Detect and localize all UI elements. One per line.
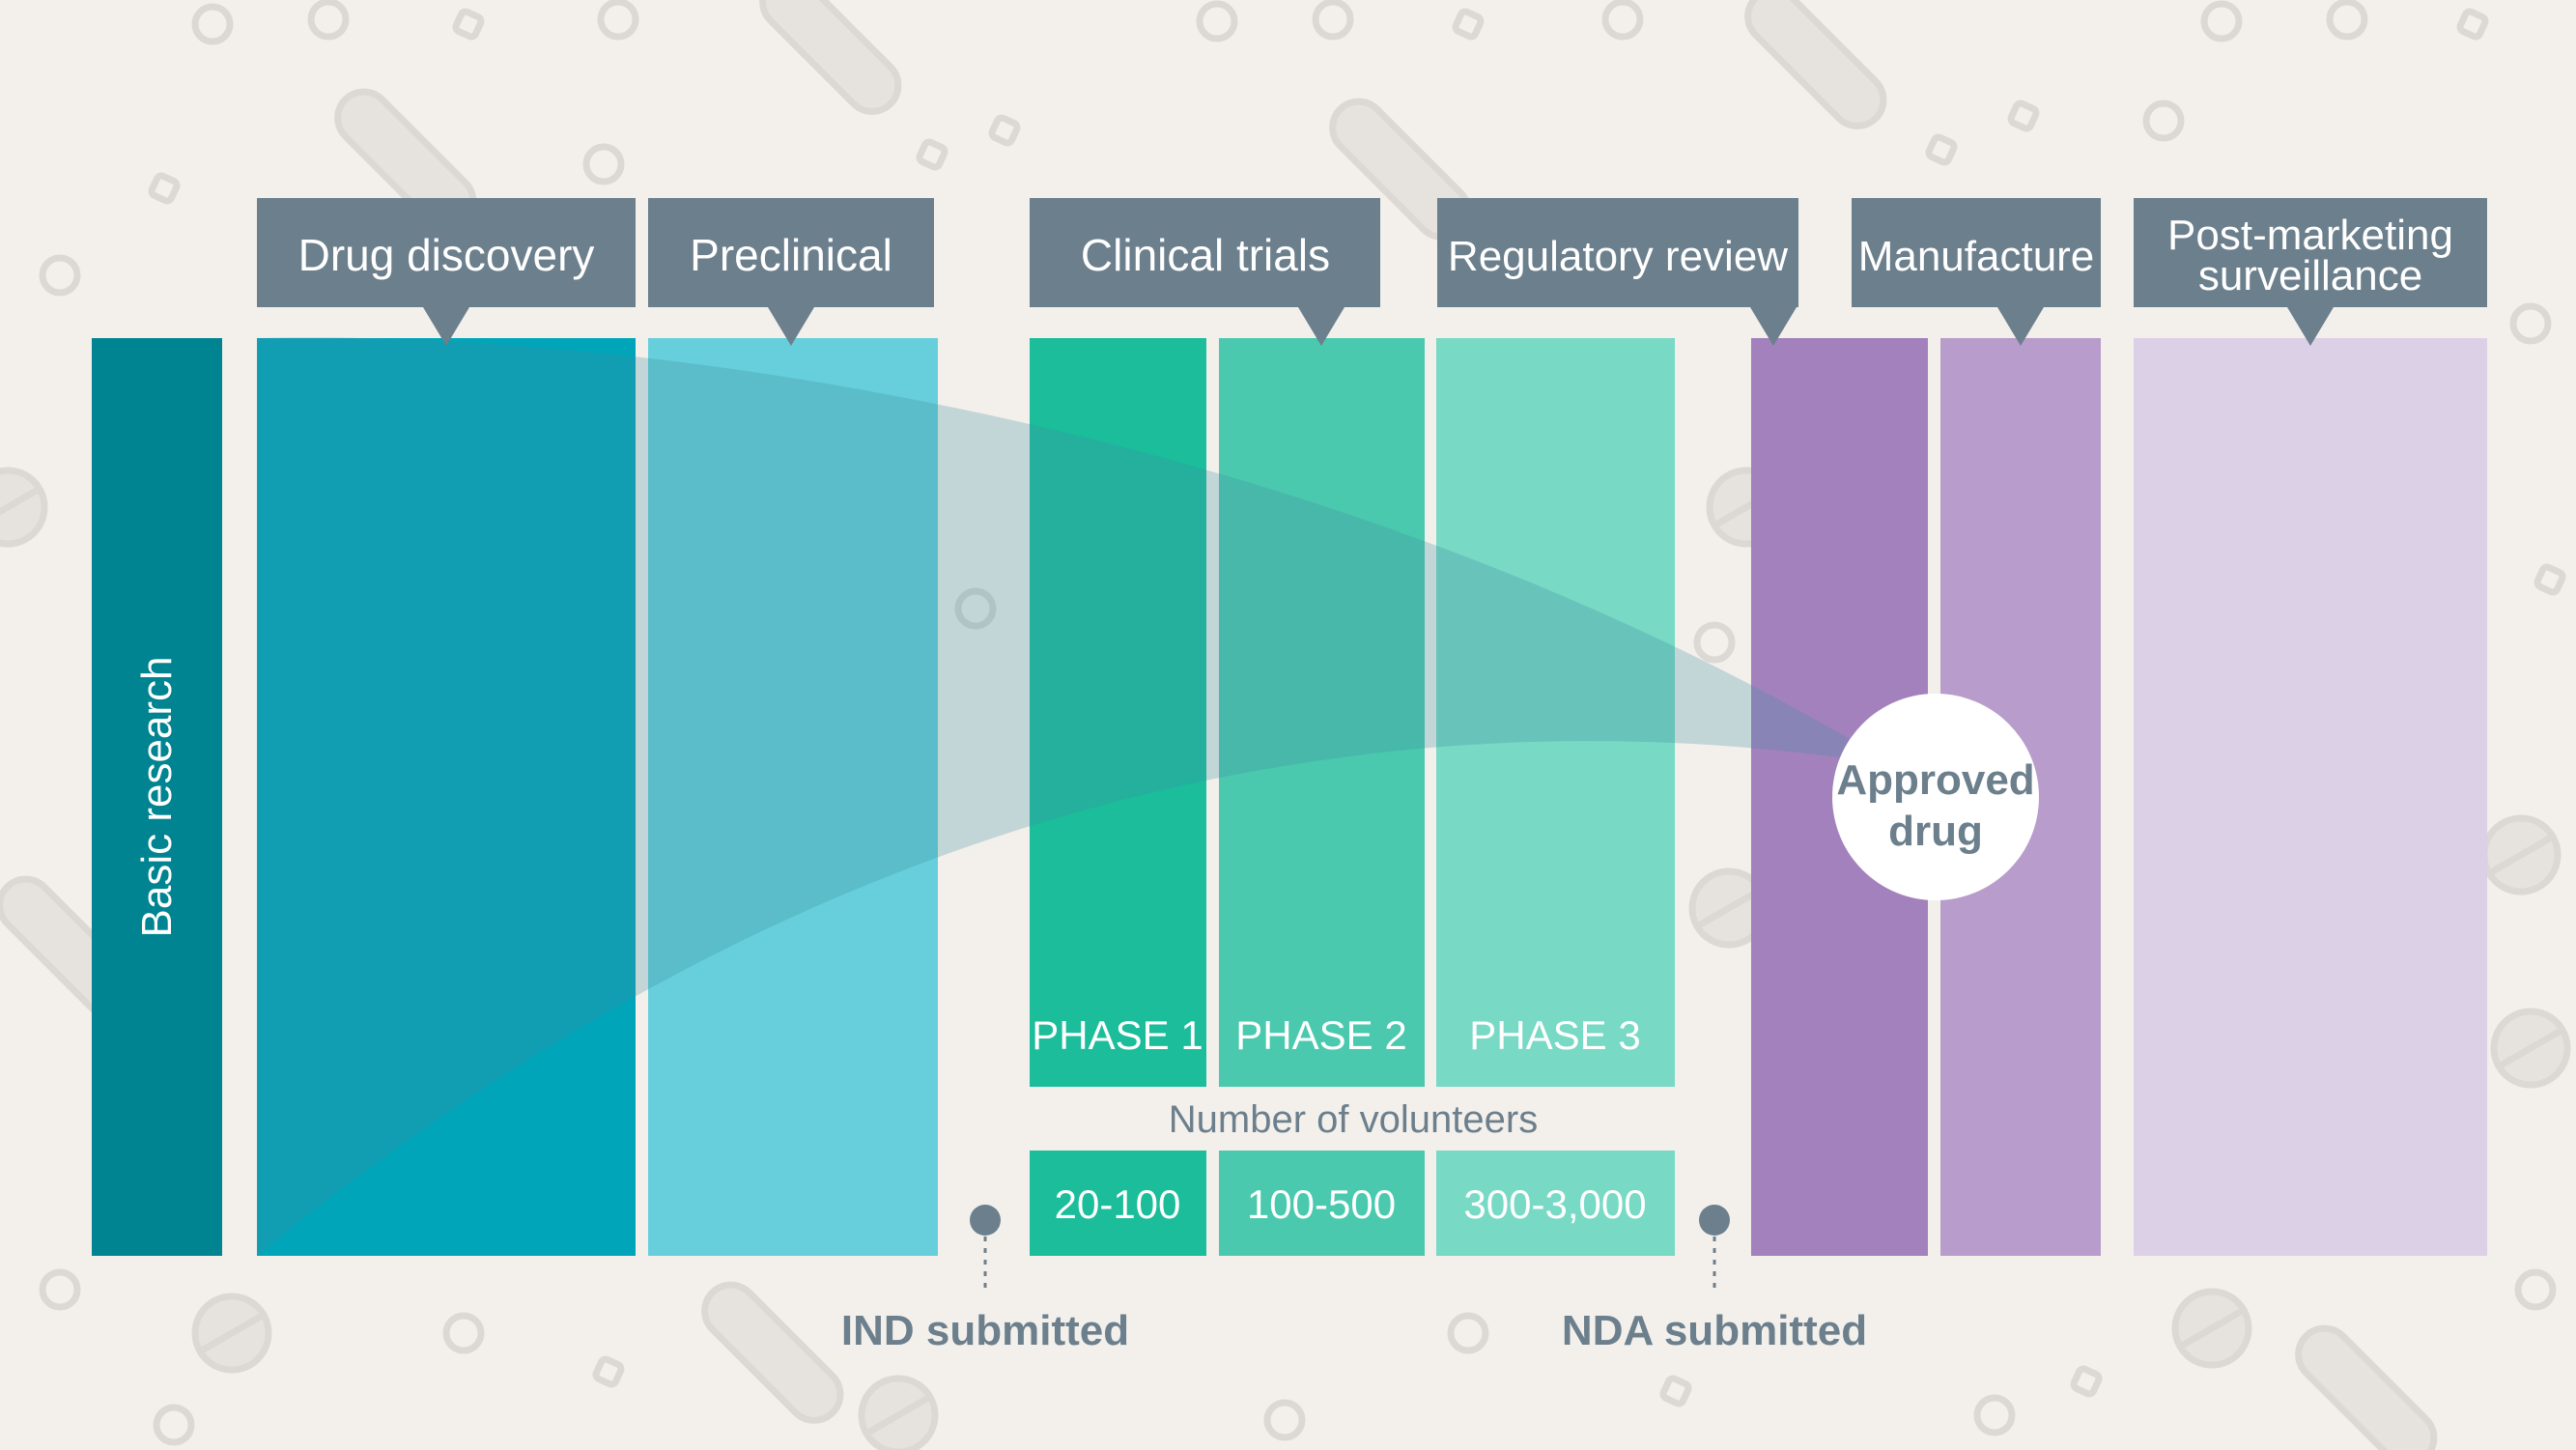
drug-discovery-label: Drug discovery	[298, 230, 595, 280]
pattern-ring	[582, 143, 625, 185]
pattern-capsule	[2295, 1324, 2438, 1450]
approved-drug-label-line2: drug	[1888, 808, 1983, 855]
phase-3-volunteers: 300-3,000	[1463, 1181, 1646, 1227]
pattern-tablet-square	[452, 8, 485, 41]
pattern-ring	[39, 1268, 81, 1311]
basic-research-column	[92, 338, 222, 1256]
phase-3-volunteers-box	[1436, 1151, 1675, 1256]
approved-drug-label-line1: Approved	[1836, 756, 2034, 804]
pattern-capsule	[701, 1281, 844, 1424]
callout-group	[257, 198, 2487, 346]
pattern-tablet-square	[2007, 100, 2040, 132]
pattern-ring	[2142, 100, 2185, 142]
pattern-round-tablet	[1688, 867, 1769, 949]
manufacture-label: Manufacture	[1858, 233, 2095, 280]
pattern-tablet-square	[1659, 1375, 1692, 1407]
clinical-trials-callout	[1030, 198, 1380, 346]
ind-milestone: IND submitted	[841, 1205, 1129, 1354]
pattern-tablet-square	[2456, 8, 2489, 41]
pattern-tablet-square	[2070, 1365, 2103, 1398]
pattern-ring	[2514, 1268, 2557, 1311]
regulatory-review-label: Regulatory review	[1448, 233, 1788, 280]
pattern-ring	[2200, 0, 2243, 43]
pattern-tablet-square	[916, 138, 948, 171]
ind-milestone-dot	[970, 1205, 1001, 1236]
pattern-ring	[1693, 621, 1736, 664]
pattern-ring	[442, 1312, 485, 1354]
nda-milestone-dot	[1699, 1205, 1730, 1236]
clinical-trials-label: Clinical trials	[1081, 230, 1330, 280]
pattern-ring	[39, 254, 81, 297]
pattern-round-tablet	[2480, 814, 2562, 896]
pattern-ring	[191, 3, 234, 45]
post-marketing-label-line2: surveillance	[2198, 252, 2422, 299]
pattern-ring	[1312, 0, 1354, 41]
phase-1-column	[1030, 338, 1206, 1087]
pattern-tablet-square	[148, 172, 181, 205]
volunteers-caption: Number of volunteers	[1169, 1098, 1538, 1141]
pattern-capsule	[759, 0, 902, 115]
pattern-ring	[1196, 0, 1238, 43]
pattern-ring	[954, 587, 997, 630]
drug-discovery-column	[257, 338, 636, 1256]
phase-2-volunteers-box	[1219, 1151, 1425, 1256]
phase-2-column	[1219, 338, 1425, 1087]
phase-2-label: PHASE 2	[1235, 1012, 1406, 1058]
pattern-tablet-square	[592, 1355, 625, 1388]
pattern-ring	[1447, 1312, 1489, 1354]
phase-2-volunteers: 100-500	[1247, 1181, 1396, 1227]
pattern-ring	[1601, 0, 1644, 41]
phase-3-label: PHASE 3	[1469, 1012, 1640, 1058]
post-marketing-callout	[2134, 198, 2487, 346]
pattern-capsule	[1744, 0, 1887, 129]
pattern-tablet-square	[2534, 563, 2566, 596]
nda-milestone: NDA submitted	[1562, 1205, 1867, 1354]
pattern-round-tablet	[2171, 1288, 2252, 1369]
pattern-ring	[307, 0, 350, 41]
pattern-ring	[2326, 0, 2368, 41]
ind-submitted-label: IND submitted	[841, 1307, 1129, 1354]
pattern-tablet-square	[988, 114, 1021, 147]
pattern-round-tablet	[0, 467, 48, 548]
candidate-funnel-ribbon	[257, 337, 1893, 1256]
pattern-round-tablet	[191, 1293, 272, 1374]
regulatory-review-callout	[1437, 198, 1798, 346]
phase-1-volunteers: 20-100	[1055, 1181, 1181, 1227]
approved-drug-badge	[1832, 694, 2039, 900]
basic-research-label: Basic research	[133, 656, 181, 937]
phase-1-volunteers-box	[1030, 1151, 1206, 1256]
manufacture-callout	[1852, 198, 2101, 346]
post-marketing-label-line1: Post-marketing	[2167, 212, 2453, 259]
pattern-tablet-square	[1452, 8, 1485, 41]
pattern-round-tablet	[2490, 1008, 2571, 1089]
nda-submitted-label: NDA submitted	[1562, 1307, 1867, 1354]
pattern-round-tablet	[858, 1375, 939, 1450]
preclinical-label: Preclinical	[690, 230, 892, 280]
pattern-tablet-square	[1925, 133, 1958, 166]
phase-1-label: PHASE 1	[1032, 1012, 1203, 1058]
phase-3-column	[1436, 338, 1675, 1087]
drug-discovery-callout	[257, 198, 636, 346]
pattern-ring	[1263, 1399, 1306, 1441]
preclinical-column	[648, 338, 938, 1256]
pattern-ring	[2509, 302, 2552, 345]
preclinical-callout	[648, 198, 934, 346]
post-marketing-column	[2134, 338, 2487, 1256]
pattern-ring	[1973, 1394, 2016, 1436]
pattern-ring	[597, 0, 639, 41]
pattern-ring	[153, 1404, 195, 1446]
